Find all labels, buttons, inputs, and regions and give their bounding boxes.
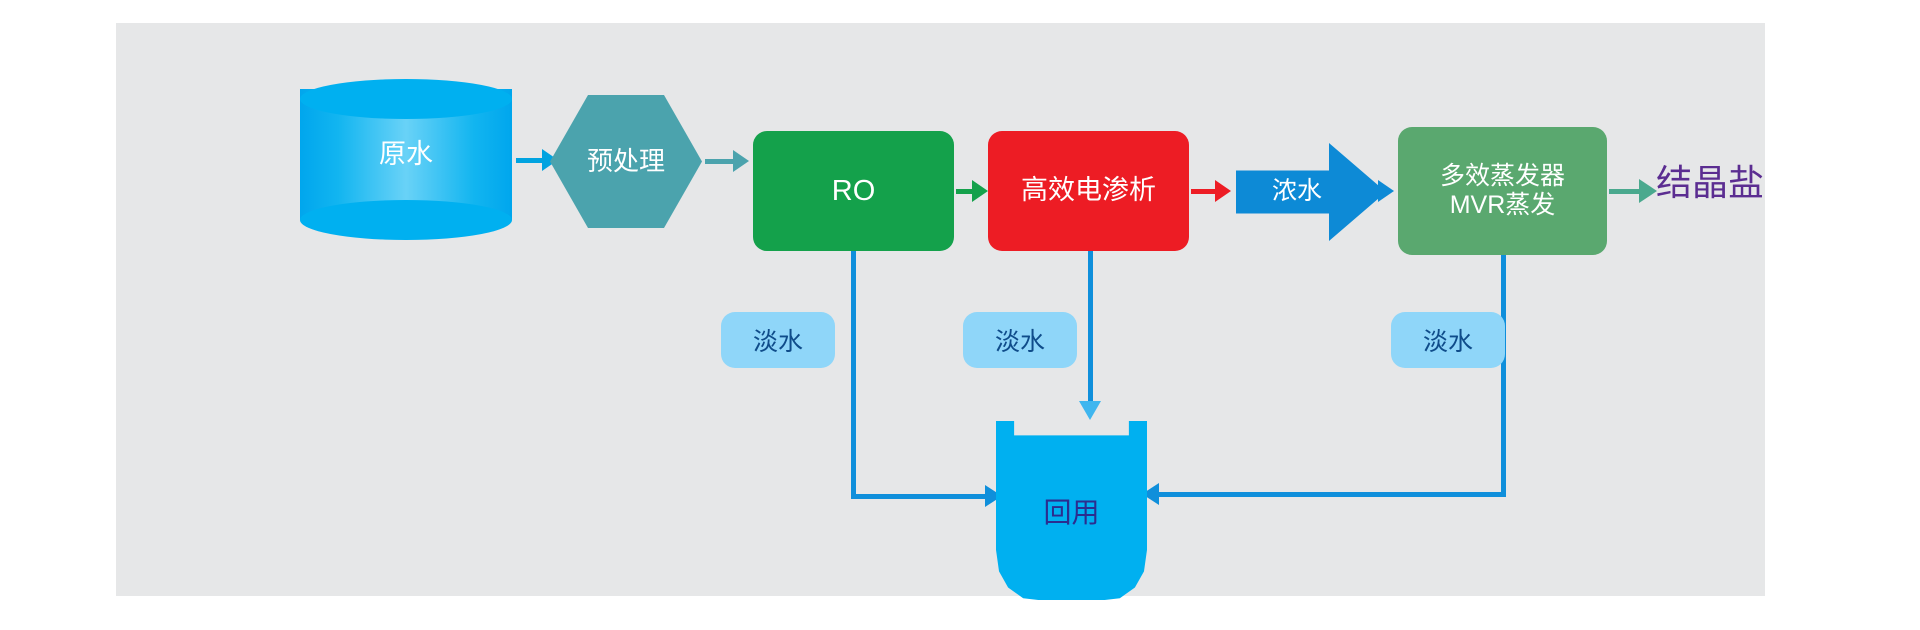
label-fresh-water-evaporator[interactable]: 淡水 (1391, 312, 1505, 368)
arrowhead-evaporator-salt (1639, 179, 1657, 203)
arrowhead-pretreatment-ro (733, 150, 749, 172)
label-fresh-water-ro[interactable]: 淡水 (721, 312, 835, 368)
arrowhead-electrodialysis-reuse (1079, 401, 1101, 420)
node-pretreatment[interactable]: 预处理 (550, 95, 702, 228)
connector-electrodialysis-concentrate (1191, 189, 1219, 194)
connector-evaporator-salt (1609, 189, 1643, 194)
connector-ro-electrodialysis (956, 189, 976, 194)
arrowhead-concentrate-evaporator (1378, 180, 1394, 202)
node-evaporator-label: 多效蒸发器 MVR蒸发 (1439, 161, 1565, 220)
connector-ro-reuse-horizontal (851, 494, 989, 499)
node-raw-water[interactable]: 原水 (300, 79, 512, 240)
node-pretreatment-label: 预处理 (586, 146, 665, 177)
connector-rawwater-pretreatment (516, 158, 544, 163)
connector-pretreatment-ro (705, 159, 735, 164)
reuse-tank-shape (996, 421, 1147, 600)
node-crystal-salt[interactable]: 结晶盐 (1656, 151, 1846, 215)
node-reuse-tank[interactable]: 回用 (996, 421, 1147, 600)
node-reuse-label: 回用 (1043, 496, 1100, 528)
node-raw-water-label: 原水 (379, 138, 433, 169)
node-concentrate-label: 浓水 (1271, 177, 1322, 206)
arrowhead-ro-electrodialysis (972, 180, 988, 202)
label-fresh-water-electrodialysis-text: 淡水 (994, 328, 1045, 356)
node-electrodialysis[interactable]: 高效电渗析 (988, 131, 1189, 251)
node-evaporator[interactable]: 多效蒸发器 MVR蒸发 (1398, 127, 1607, 255)
arrowhead-electrodialysis-concentrate (1215, 180, 1231, 202)
connector-electrodialysis-reuse-vertical (1088, 251, 1093, 403)
connector-evaporator-reuse-vertical (1501, 255, 1506, 497)
node-ro[interactable]: RO (753, 131, 954, 251)
node-ro-label: RO (831, 174, 876, 207)
connector-ro-reuse-vertical (851, 251, 856, 499)
connector-evaporator-reuse-horizontal (1159, 492, 1506, 497)
label-fresh-water-evaporator-text: 淡水 (1422, 328, 1473, 356)
label-fresh-water-ro-text: 淡水 (752, 328, 803, 356)
diagram-panel: 原水 预处理 RO 高效电渗析 浓水 (116, 23, 1765, 600)
connector-concentrate-evaporator (1354, 189, 1382, 194)
node-crystal-salt-label: 结晶盐 (1656, 161, 1765, 203)
label-fresh-water-electrodialysis[interactable]: 淡水 (963, 312, 1077, 368)
cylinder-bottom (300, 200, 512, 240)
cylinder-top (300, 79, 512, 119)
node-electrodialysis-label: 高效电渗析 (1021, 175, 1156, 206)
